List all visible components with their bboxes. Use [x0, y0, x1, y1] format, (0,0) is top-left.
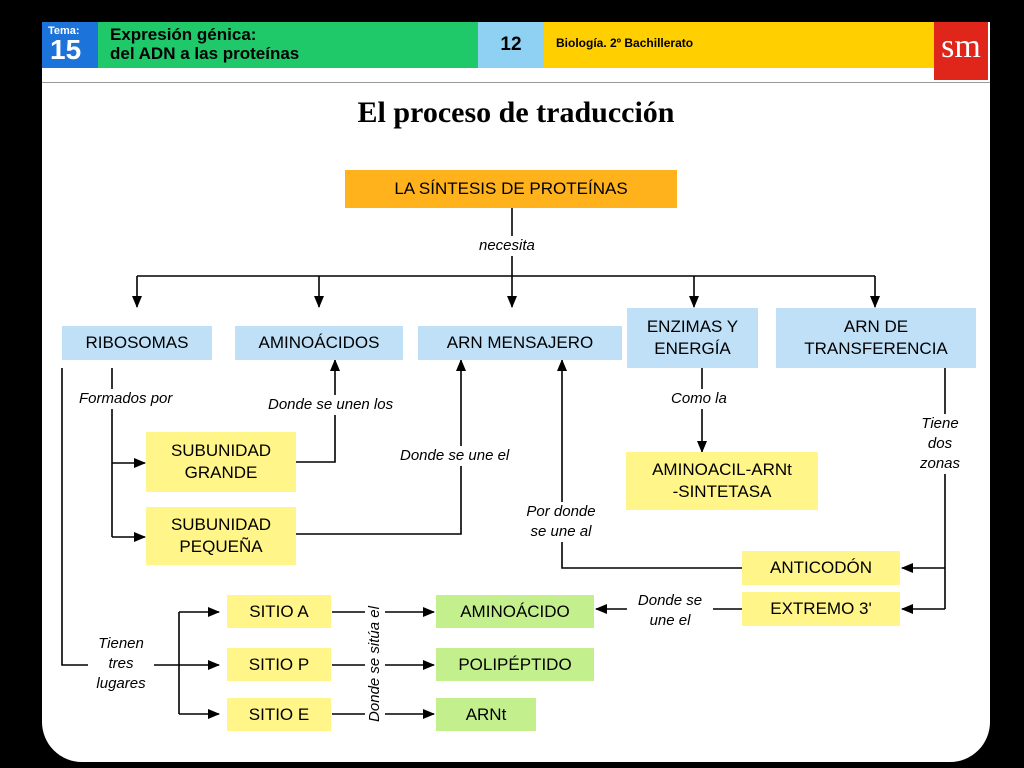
label-donde-se-situa: Donde se sitúa el [365, 602, 385, 726]
label-formados-por: Formados por [79, 389, 173, 409]
node-anticodon: ANTICODÓN [742, 551, 900, 585]
label-por-donde-line2: se une al [530, 523, 592, 540]
page-title: El proceso de traducción [357, 96, 675, 129]
chapter-title-line1: Expresión génica: [110, 25, 257, 44]
label-tienen-tres-lugares: Tienen tres lugares [88, 634, 154, 694]
tema-label: Tema: [48, 25, 80, 37]
label-donde-se-une-line2: une el [649, 612, 691, 629]
label-donde-une-el: Donde se une el [400, 446, 510, 466]
node-arn-mensajero: ARN MENSAJERO [418, 326, 622, 360]
chapter-title-bar: Expresión génica: del ADN a las proteína… [98, 22, 478, 68]
label-tienen-line1: Tienen [98, 635, 144, 652]
node-sitio-p: SITIO P [227, 648, 331, 681]
node-arnt: ARNt [436, 698, 536, 731]
course-name: Biología. 2º Bachillerato [556, 36, 694, 50]
course-bar: Biología. 2º Bachillerato [544, 22, 934, 68]
tema-badge: Tema: 15 [42, 22, 98, 68]
node-sintetasa-line1: AMINOACIL-ARNt [652, 460, 792, 479]
node-sintesis-proteinas: LA SÍNTESIS DE PROTEÍNAS [345, 170, 677, 208]
node-arnt-line1: ARN DE [843, 317, 909, 336]
label-donde-se-une-line1: Donde se [637, 592, 703, 609]
label-tiene-line1: Tiene [921, 415, 959, 432]
label-tienen-line3: lugares [96, 675, 146, 692]
label-tiene-dos-zonas: Tiene dos zonas [910, 414, 970, 474]
label-tiene-line2: dos [927, 435, 953, 452]
node-subunidad-grande: SUBUNIDAD GRANDE [146, 432, 296, 492]
node-extremo-3: EXTREMO 3' [742, 592, 900, 626]
label-necesita: necesita [479, 236, 535, 256]
tema-number: 15 [50, 34, 82, 65]
header-divider [42, 82, 990, 83]
node-sub-grande-line1: SUBUNIDAD [170, 441, 272, 460]
node-enzimas-line2: ENERGÍA [654, 339, 731, 358]
node-sub-grande-line2: GRANDE [184, 463, 258, 482]
node-aminoacidos: AMINOÁCIDOS [235, 326, 403, 360]
slide: Tema: 15 Expresión génica: del ADN a las… [42, 22, 990, 762]
node-sitio-a: SITIO A [227, 595, 331, 628]
label-donde-unen-los: Donde se unen los [268, 395, 394, 415]
node-enzimas-energia: ENZIMAS Y ENERGÍA [627, 308, 758, 368]
node-enzimas-line1: ENZIMAS Y [646, 317, 739, 336]
label-por-donde-line1: Por donde [526, 503, 596, 520]
publisher-logo: sm [934, 22, 988, 80]
label-tienen-line2: tres [108, 655, 134, 672]
node-sub-pequena-line1: SUBUNIDAD [170, 515, 272, 534]
node-aminoacido: AMINOÁCIDO [436, 595, 594, 628]
node-ribosomas: RIBOSOMAS [62, 326, 212, 360]
node-arn-transferencia: ARN DE TRANSFERENCIA [776, 308, 976, 368]
node-aminoacil-sintetasa: AMINOACIL-ARNt -SINTETASA [626, 452, 818, 510]
node-sitio-e: SITIO E [227, 698, 331, 731]
node-arnt-line2: TRANSFERENCIA [804, 339, 948, 358]
label-donde-se-une-el-aminoacido: Donde se une el [627, 591, 713, 631]
page-number: 12 [478, 22, 544, 68]
node-sub-pequena-line2: PEQUEÑA [179, 537, 263, 556]
label-como-la: Como la [671, 389, 727, 409]
label-tiene-line3: zonas [919, 455, 961, 472]
node-polipeptido: POLIPÉPTIDO [436, 648, 594, 681]
node-sintetasa-line2: -SINTETASA [672, 482, 772, 501]
label-por-donde: Por donde se une al [516, 502, 606, 542]
node-subunidad-pequena: SUBUNIDAD PEQUEÑA [146, 507, 296, 565]
chapter-title-line2: del ADN a las proteínas [110, 44, 300, 63]
